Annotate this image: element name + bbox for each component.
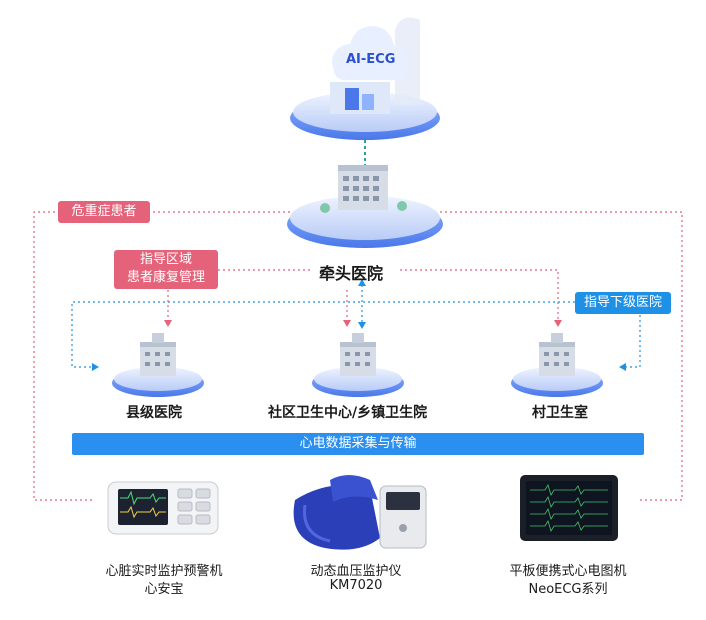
- cloud-platform: [290, 17, 440, 140]
- county-hospital-label: 县级医院: [126, 405, 182, 421]
- ecg-monitor-device: [107, 481, 219, 535]
- lead-hospital-building-icon: [320, 165, 407, 213]
- device-2-model: KM7020: [329, 578, 383, 593]
- county-hospital-platform: [112, 333, 204, 397]
- guide-lower-hospitals-tag: 指导下级医院: [575, 292, 671, 314]
- lead-hospital-platform: [287, 165, 443, 248]
- regional-guidance-tag: 指导区域 患者康复管理: [114, 250, 218, 289]
- tablet-ecg-device: [520, 475, 618, 541]
- device-3-model: NeoECG系列: [528, 582, 608, 597]
- village-clinic-building-icon: [539, 333, 575, 376]
- community-center-label: 社区卫生中心/乡镇卫生院: [268, 405, 428, 421]
- critical-flow-lines: [33, 211, 683, 501]
- device-3-name: 平板便携式心电图机: [509, 564, 627, 579]
- community-center-building-icon: [340, 333, 376, 376]
- village-clinic-label: 村卫生室: [532, 405, 588, 421]
- device-2-name: 动态血压监护仪: [310, 564, 402, 579]
- lead-hospital-label: 牵头医院: [319, 264, 384, 283]
- cloud-icon: [332, 26, 408, 80]
- blood-pressure-monitor-device: [293, 475, 427, 550]
- village-clinic-platform: [511, 333, 603, 397]
- regional-guidance-line1: 指导区域: [139, 252, 192, 267]
- device-1-name: 心脏实时监护预警机: [105, 564, 223, 579]
- guidance-flow-lines: [71, 285, 668, 368]
- community-center-platform: [312, 333, 404, 397]
- critical-patients-tag: 危重症患者: [58, 201, 150, 223]
- regional-guidance-line2: 患者康复管理: [126, 270, 205, 285]
- red-arrowheads: [164, 320, 562, 327]
- data-collection-banner: 心电数据采集与传输: [72, 433, 644, 455]
- cloud-label: AI-ECG: [346, 52, 396, 67]
- blue-arrowheads: [92, 279, 626, 371]
- device-1-model: 心安宝: [144, 582, 184, 597]
- county-hospital-building-icon: [140, 333, 176, 376]
